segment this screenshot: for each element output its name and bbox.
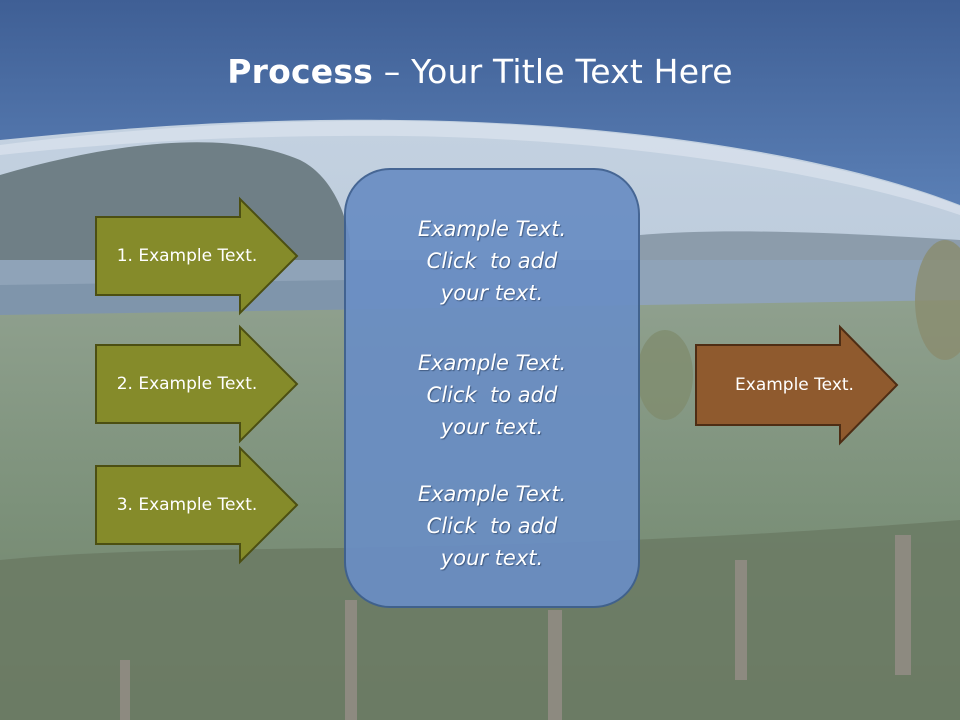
title-rest: – Your Title Text Here bbox=[373, 52, 733, 91]
page-title: Process – Your Title Text Here bbox=[0, 52, 960, 91]
arrow-right-icon bbox=[95, 196, 299, 316]
center-paragraph-3[interactable]: Example Text. Click to add your text. bbox=[344, 478, 640, 574]
step-arrow-label: 1. Example Text. bbox=[116, 246, 258, 266]
paragraph-line: your text. bbox=[440, 415, 544, 439]
paragraph-line: Click to add bbox=[426, 514, 558, 538]
step-arrow-label: 2. Example Text. bbox=[116, 374, 258, 394]
paragraph-line: Example Text. bbox=[417, 217, 567, 241]
paragraph-line: Click to add bbox=[426, 249, 558, 273]
step-arrow-2[interactable]: 2. Example Text. bbox=[95, 324, 299, 444]
arrow-right-icon bbox=[95, 445, 299, 565]
center-paragraph-1[interactable]: Example Text. Click to add your text. bbox=[344, 213, 640, 309]
step-arrow-3[interactable]: 3. Example Text. bbox=[95, 445, 299, 565]
arrow-right-icon bbox=[695, 324, 899, 446]
center-paragraph-2[interactable]: Example Text. Click to add your text. bbox=[344, 347, 640, 443]
paragraph-line: your text. bbox=[440, 546, 544, 570]
paragraph-line: your text. bbox=[440, 281, 544, 305]
paragraph-line: Click to add bbox=[426, 383, 558, 407]
center-text-box[interactable] bbox=[344, 168, 640, 608]
result-arrow-label: Example Text. bbox=[735, 375, 854, 395]
paragraph-line: Example Text. bbox=[417, 351, 567, 375]
result-arrow[interactable]: Example Text. bbox=[695, 324, 899, 446]
title-bold: Process bbox=[227, 52, 374, 91]
paragraph-line: Example Text. bbox=[417, 482, 567, 506]
step-arrow-1[interactable]: 1. Example Text. bbox=[95, 196, 299, 316]
arrow-right-icon bbox=[95, 324, 299, 444]
step-arrow-label: 3. Example Text. bbox=[116, 495, 258, 515]
